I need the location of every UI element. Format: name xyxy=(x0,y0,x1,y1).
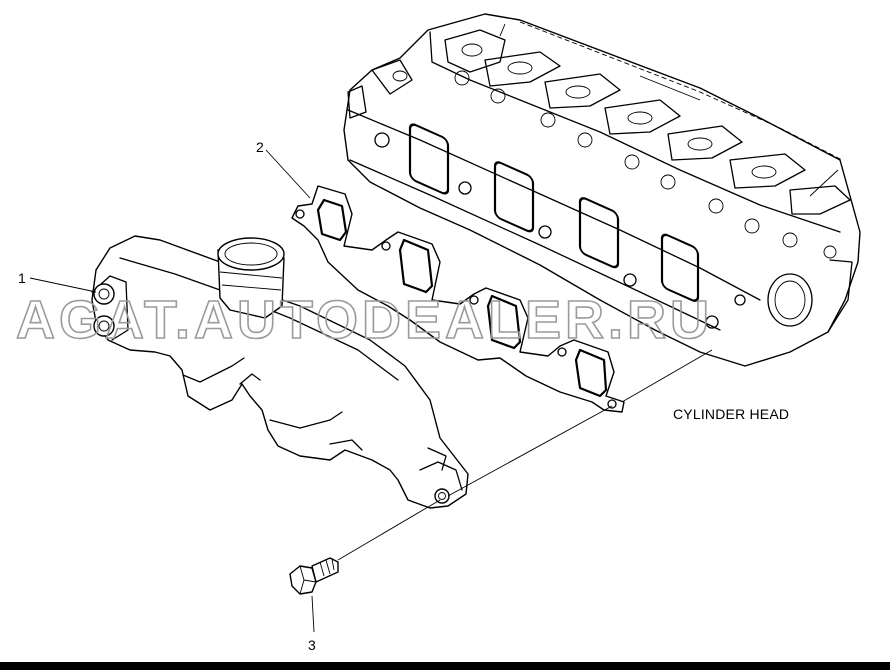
callout-3-number: 3 xyxy=(308,637,316,653)
exhaust-manifold xyxy=(91,235,469,509)
manifold-bolt xyxy=(289,557,339,595)
callout-3: 3 xyxy=(308,595,316,653)
cylinder-head-label: CYLINDER HEAD xyxy=(673,406,789,422)
callout-2: 2 xyxy=(256,139,311,199)
cylinder-head xyxy=(343,13,861,367)
exhaust-manifold-gasket xyxy=(291,185,625,413)
callout-1: 1 xyxy=(18,270,97,293)
frame-border-bottom xyxy=(0,662,890,670)
callout-1-number: 1 xyxy=(18,270,26,286)
alignment-lines xyxy=(337,349,713,561)
callout-2-number: 2 xyxy=(256,139,264,155)
watermark-text: AGAT.AUTODEALER.RU xyxy=(16,290,713,350)
